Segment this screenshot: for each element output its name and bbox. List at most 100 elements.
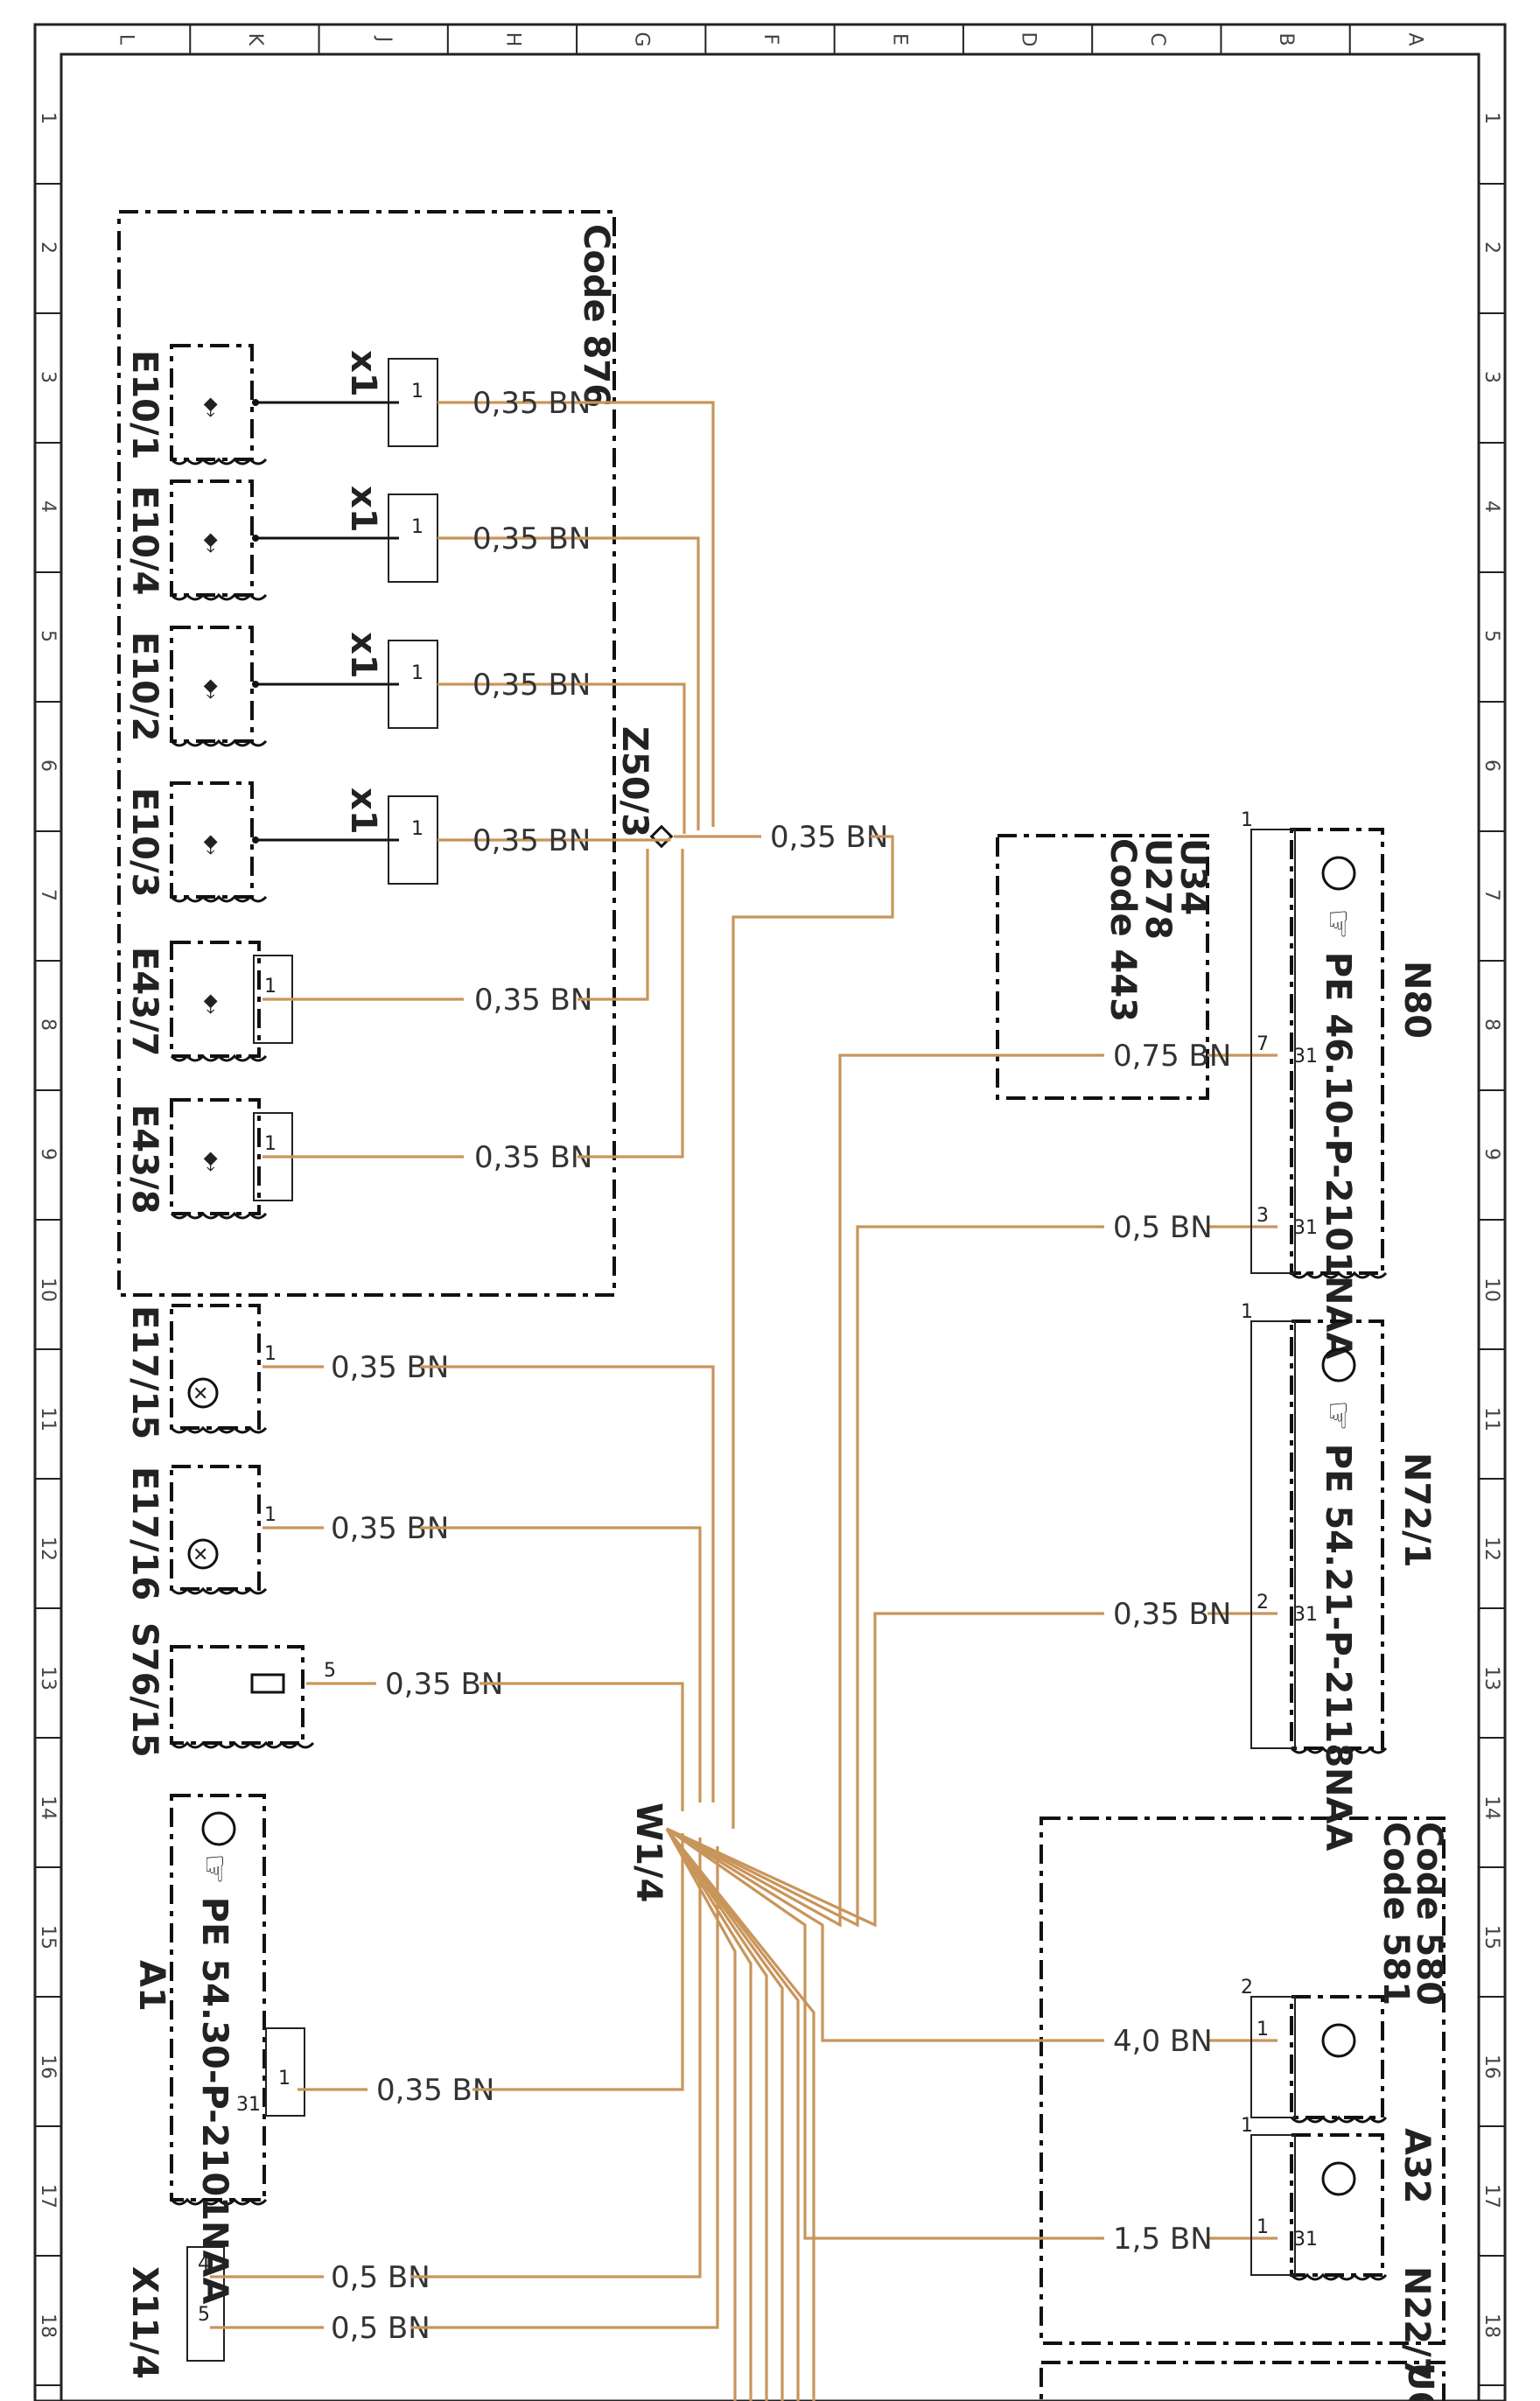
- grid-row-label: 2: [37, 242, 59, 254]
- wire: [732, 835, 894, 1829]
- led-icon: ⧪: [203, 395, 218, 417]
- grid-col-label: H: [501, 32, 523, 47]
- wire: [411, 1846, 719, 2329]
- code-box-partial: [1040, 2361, 1446, 2401]
- grid-row-label: 15: [1480, 1925, 1502, 1950]
- wavy-edge: [1290, 2115, 1388, 2124]
- connector-x1-label: x1: [343, 350, 383, 397]
- grid-row-label: 13: [37, 1666, 59, 1690]
- connector-x1-label: x1: [343, 632, 383, 679]
- code-box-443-line1: U34: [1172, 838, 1213, 915]
- wavy-edge: [170, 894, 268, 903]
- component-e43-8: E43/8⧪1: [124, 1098, 293, 1220]
- pin-label: 1: [411, 381, 424, 402]
- pin-label-31: 31: [1293, 1604, 1318, 1626]
- grid-row-label: 16: [1480, 2054, 1502, 2079]
- pin-label-31: 31: [1293, 2229, 1318, 2250]
- wavy-edge: [170, 1740, 315, 1749]
- wire: [420, 1365, 715, 1802]
- code-box-443-line2: U278: [1138, 838, 1178, 940]
- grid-col-label: L: [116, 34, 137, 46]
- pin-label: 1: [264, 1504, 276, 1526]
- grid-row-label: 3: [37, 371, 59, 383]
- connector-housing: [265, 2027, 305, 2117]
- grid-row-label: 8: [1480, 1018, 1502, 1031]
- grid-row-label: 18: [37, 2314, 59, 2338]
- wavy-edge: [170, 457, 268, 466]
- wire: [578, 849, 684, 1158]
- grid-row-label: 14: [1480, 1796, 1502, 1820]
- outer-frame: [33, 23, 1507, 2401]
- junction-dot: [252, 399, 259, 406]
- component-label: E10/4: [124, 486, 164, 595]
- grid-row-label: 15: [37, 1925, 59, 1950]
- partial-box-label: U6: [1400, 2362, 1440, 2401]
- code-box-580-581: [1040, 1816, 1446, 2345]
- grid-row-label: 12: [37, 1536, 59, 1561]
- led-icon: ⧪: [203, 991, 218, 1014]
- wire-label: 0,35 BN: [472, 823, 591, 858]
- component-label: A1: [131, 1960, 172, 2012]
- connector-housing: [1250, 1996, 1296, 2118]
- component-box: [170, 344, 254, 461]
- component-ref: ☞ PE 54.21-P-2118NAA: [1318, 1400, 1358, 1851]
- wavy-edge: [170, 1425, 268, 1434]
- wavy-edge: [170, 1054, 268, 1062]
- pin-label: 1: [411, 662, 424, 684]
- pin-label: 7: [1256, 1033, 1269, 1055]
- pin-label: 1: [1256, 2019, 1269, 2040]
- code-box-876-label: Code 876: [576, 224, 616, 408]
- component-box: [1290, 1320, 1384, 1750]
- grid-row-label: 16: [37, 2054, 59, 2079]
- component-label: E10/1: [124, 350, 164, 459]
- led-icon: ⧪: [203, 530, 218, 553]
- grid-col-label: K: [244, 33, 266, 46]
- pin-label-31: 31: [1293, 1046, 1318, 1068]
- component-label: A32: [1396, 2128, 1437, 2204]
- wire: [665, 1828, 784, 2401]
- wires-layer: 0,35 BN0,35 BN0,35 BN0,35 BN0,35 BN0,35 …: [210, 386, 1278, 2401]
- grid-col-label: B: [1275, 32, 1297, 46]
- grid-row-label: 17: [1480, 2184, 1502, 2208]
- component-label: E17/15: [124, 1306, 164, 1439]
- wire: [666, 1827, 1104, 2042]
- pin-label: 3: [1256, 1205, 1269, 1227]
- bulb-cross: ✕: [192, 1544, 208, 1566]
- frame-pin-label: 1: [1241, 2115, 1253, 2137]
- wire: [665, 1828, 768, 2401]
- wire: [666, 1827, 1104, 2240]
- control-unit-icon: [1321, 2023, 1356, 2058]
- resistor-icon: [250, 1673, 285, 1694]
- component-label: E10/2: [124, 632, 164, 741]
- junction-dot: [252, 681, 259, 688]
- wire: [665, 1828, 800, 2401]
- bulb-icon: [187, 1538, 219, 1570]
- connector-housing: [1250, 2134, 1296, 2276]
- pin-label: 1: [1256, 2216, 1269, 2238]
- wavy-edge: [1290, 2272, 1388, 2281]
- wire: [420, 1526, 702, 1802]
- connector-housing: [186, 2246, 225, 2362]
- wire: [411, 1838, 702, 2278]
- led-icon: ⧪: [203, 676, 218, 699]
- pin-label: 1: [264, 976, 276, 998]
- connector-housing: [1250, 829, 1296, 1274]
- frame-pin-label: 2: [1241, 1977, 1253, 1998]
- component-box: [170, 1304, 261, 1430]
- grid-row-label: 4: [37, 500, 59, 513]
- wire: [578, 536, 700, 830]
- grid-row-label: 9: [37, 1148, 59, 1160]
- component-label: N72/1: [1396, 1452, 1437, 1568]
- wire: [578, 682, 686, 834]
- grid-col-label: G: [631, 32, 653, 46]
- grid-row-label: 2: [1480, 242, 1502, 254]
- component-box: [170, 1465, 261, 1591]
- wire-label: 0,5 BN: [1113, 1210, 1213, 1245]
- frame-pin-label: 1: [1241, 1301, 1253, 1323]
- control-unit-icon: [1321, 856, 1356, 891]
- splice-z50-3: [649, 824, 674, 849]
